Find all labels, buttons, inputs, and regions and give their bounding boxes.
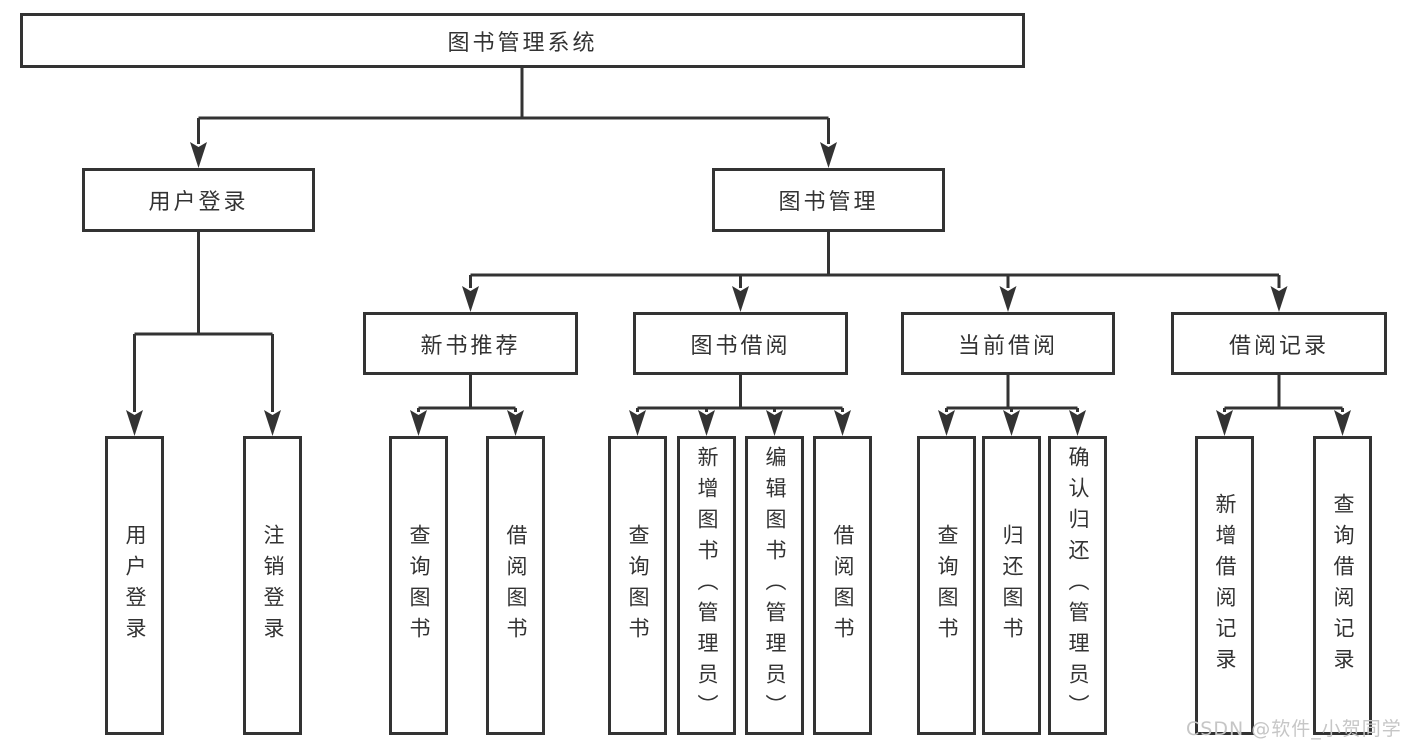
node-user-login: 用户登录	[82, 168, 315, 232]
leaf-add-books-admin: 新增图书（管理员）	[677, 436, 736, 735]
leaf-edit-books-admin: 编辑图书（管理员）	[745, 436, 804, 735]
node-label: 图书管理系统	[447, 30, 598, 56]
leaf-label: 新增图书（管理员）	[695, 446, 719, 725]
node-label: 新书推荐	[420, 333, 521, 359]
leaf-label: 查询图书	[935, 523, 959, 648]
leaf-return-books: 归还图书	[982, 436, 1041, 735]
tree-edges	[133, 68, 1344, 412]
leaf-borrow-books-borrowing: 借阅图书	[813, 436, 872, 735]
leaf-label: 确认归还（管理员）	[1066, 446, 1090, 725]
node-library-management-system: 图书管理系统	[20, 13, 1025, 68]
leaf-search-books-current: 查询图书	[917, 436, 976, 735]
leaf-confirm-return-admin: 确认归还（管理员）	[1048, 436, 1107, 735]
leaf-label: 注销登录	[261, 523, 285, 648]
leaf-label: 用户登录	[123, 523, 147, 648]
leaf-label: 新增借阅记录	[1213, 492, 1237, 679]
node-current-borrowing: 当前借阅	[901, 312, 1115, 375]
leaf-label: 查询图书	[626, 523, 650, 648]
node-book-borrowing: 图书借阅	[633, 312, 848, 375]
node-label: 图书管理	[778, 190, 879, 215]
node-borrowing-records: 借阅记录	[1171, 312, 1387, 375]
leaf-label: 归还图书	[1000, 523, 1024, 648]
node-label: 当前借阅	[957, 333, 1058, 359]
leaf-label: 查询图书	[407, 523, 431, 648]
node-book-management: 图书管理	[712, 168, 945, 232]
leaf-label: 编辑图书（管理员）	[763, 446, 787, 725]
node-new-book-recommendation: 新书推荐	[363, 312, 578, 375]
node-label: 图书借阅	[690, 333, 791, 359]
node-label: 借阅记录	[1228, 333, 1329, 359]
node-label: 用户登录	[148, 190, 249, 215]
leaf-search-books-recommend: 查询图书	[389, 436, 448, 735]
leaf-label: 借阅图书	[504, 523, 528, 648]
leaf-logout: 注销登录	[243, 436, 302, 735]
arrowheads	[126, 142, 1351, 436]
leaf-label: 借阅图书	[831, 523, 855, 648]
leaf-search-books-borrowing: 查询图书	[608, 436, 667, 735]
leaf-add-borrow-record: 新增借阅记录	[1195, 436, 1254, 735]
leaf-label: 查询借阅记录	[1331, 492, 1355, 679]
csdn-watermark: CSDN @软件_小贺同学	[1186, 718, 1402, 740]
leaf-borrow-books-recommend: 借阅图书	[486, 436, 545, 735]
leaf-user-login: 用户登录	[105, 436, 164, 735]
leaf-search-borrow-record: 查询借阅记录	[1313, 436, 1372, 735]
